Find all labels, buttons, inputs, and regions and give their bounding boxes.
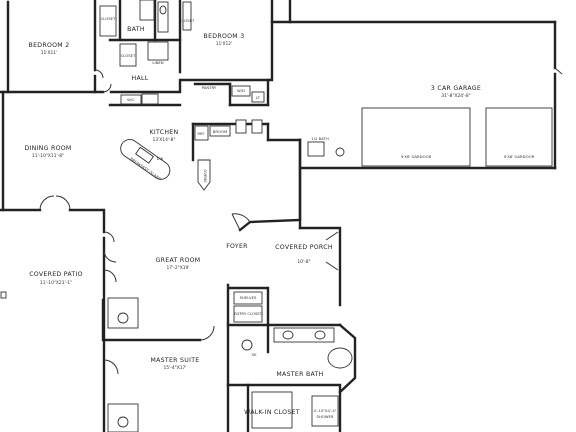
closet-b-label: CLOSET: [180, 18, 195, 23]
garage-door-left: [361, 107, 471, 167]
bedroom2-size: 11'X11': [41, 50, 58, 56]
shelves-box: [233, 291, 263, 305]
toilet-icon: [335, 147, 345, 157]
walkin-closet-label: WALK-IN CLOSET: [244, 409, 300, 416]
kitchen-label: KITCHEN: [150, 129, 179, 136]
shower-size: 4'-10"X4'-4": [313, 408, 336, 413]
closet-b-fixture: [182, 1, 192, 31]
closet-a-fixture: [99, 5, 117, 37]
sk-label: SK: [252, 352, 257, 357]
shelves-label: SHELVES: [240, 295, 257, 300]
room-labels: BEDROOM 2 11'X11' BEDROOM 3 11'X12' BATH…: [24, 26, 481, 419]
walkin-closet-box: [251, 391, 293, 429]
master-suite-size: 15'-4"X17': [164, 365, 187, 371]
dining-size: 11'-10"X11'-8": [32, 153, 64, 159]
kitchen-cabinet-b: [251, 119, 263, 134]
master-toilet-icon: [241, 339, 253, 351]
garage-door-left-label: 9'X8' GARDOOR: [401, 154, 432, 159]
ref-box: [194, 125, 209, 141]
garage-door-right-label: 9'X8' GARDOOR: [504, 154, 535, 159]
hall-label: HALL: [132, 75, 149, 82]
lt-box: [251, 91, 265, 103]
covered-porch-size: 10'-8": [297, 259, 310, 265]
wc-box: [120, 94, 142, 105]
post-left: [0, 291, 7, 299]
garage-door-right: [485, 107, 553, 167]
wd-label: W/D: [237, 88, 245, 93]
covered-porch-label: COVERED PORCH: [275, 244, 333, 251]
master-sink-left-icon: [282, 330, 294, 340]
closet-c-fixture: [119, 43, 137, 67]
foyer-label: FOYER: [226, 243, 248, 250]
walls: [0, 0, 557, 432]
bedroom2-label: BEDROOM 2: [29, 42, 70, 49]
dining-label: DINING ROOM: [24, 145, 71, 152]
garage-size: 31'-8"X24'-8": [441, 93, 470, 99]
ovens-label: OVENS: [203, 169, 208, 183]
half-bath-label: 1/2 BATH: [311, 136, 329, 141]
entry-closet-box: [233, 305, 263, 323]
sink-icon: [159, 5, 167, 15]
great-room-size: 17'-2"X19': [167, 265, 190, 271]
wc-label: W/C: [127, 97, 135, 102]
broom-label: BROOM: [213, 129, 228, 134]
hall-cabinet: [141, 93, 159, 105]
closet-a-label: CLOSET: [101, 16, 116, 21]
linen-label: LINEN: [152, 60, 163, 65]
bathtub-fixture: [139, 0, 155, 21]
entry-closet-label: ENTRY CLOSET: [234, 311, 263, 316]
vanity-fixture: [157, 1, 169, 33]
shower-label: SHOWER: [316, 414, 333, 419]
broom-box: [209, 125, 231, 137]
covered-patio-size: 11'-10"X21'-1": [40, 280, 72, 286]
great-room-label: GREAT ROOM: [156, 257, 201, 264]
master-sink-right-icon: [314, 330, 326, 340]
kitchen-cabinet-a: [235, 119, 247, 134]
bath-label: BATH: [127, 26, 145, 33]
kitchen-size: 13'X14'-8": [153, 137, 176, 143]
pantry-label: PANTRY: [202, 85, 217, 90]
island-sink-icon: [135, 146, 154, 164]
garage-door-labels: 9'X8' GARDOOR 9'X8' GARDOOR: [401, 154, 535, 159]
master-suite-label: MASTER SUITE: [150, 357, 199, 364]
ovens-box: [197, 159, 211, 191]
shower-box: [311, 395, 339, 427]
garage-label: 3 CAR GARAGE: [431, 85, 481, 92]
bedroom3-label: BEDROOM 3: [204, 33, 245, 40]
patio-toilet-top-icon: [117, 312, 129, 324]
patio-toilet-bottom-icon: [117, 416, 129, 428]
master-bath-label: MASTER BATH: [276, 371, 323, 378]
fixtures: [0, 0, 553, 432]
bedroom3-size: 11'X12': [216, 41, 233, 47]
half-bath-sink: [307, 141, 325, 157]
closet-c-label: CLOSET: [121, 53, 136, 58]
dw-label: DW: [157, 156, 164, 161]
covered-patio-label: COVERED PATIO: [29, 271, 83, 278]
lt-label: LT: [256, 95, 261, 100]
master-tub: [327, 347, 353, 369]
breakfast-island: [120, 139, 171, 180]
wd-box: [231, 85, 251, 97]
linen-closet: [147, 41, 169, 61]
ref-label: REF: [197, 131, 204, 136]
door-swings: [39, 67, 563, 375]
